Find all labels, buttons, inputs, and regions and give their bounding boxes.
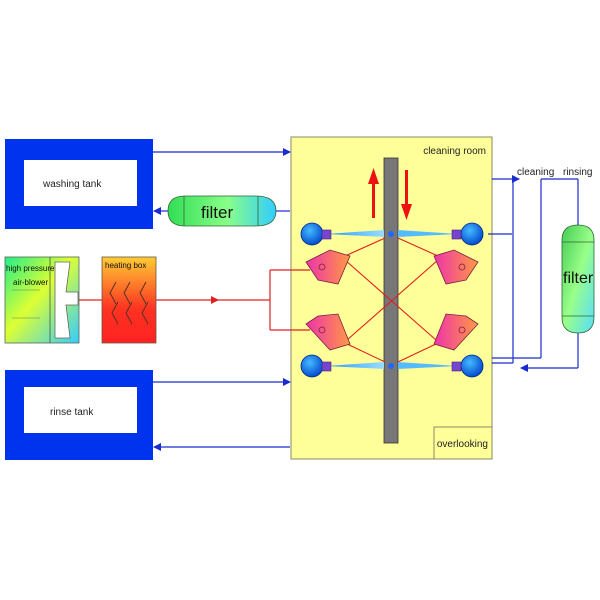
filter-right-label: filter — [563, 270, 594, 287]
filter-right — [561, 224, 595, 334]
right-pipe-loop — [488, 175, 579, 372]
bar-contact-top — [388, 231, 394, 237]
heating-coil-icon — [109, 281, 117, 305]
blower-fan-icon — [54, 261, 79, 339]
cleaning-room-label: cleaning room — [423, 146, 486, 157]
spray-nozzle-bottom-left — [300, 354, 332, 378]
spray-nozzle-top-left — [300, 222, 332, 246]
high-pressure-label: high pressure — [6, 264, 55, 273]
air-pipes — [79, 269, 310, 331]
washing-tank-inner — [24, 160, 137, 206]
spray-nozzle-top-right — [451, 222, 484, 246]
down-arrow-icon — [401, 170, 412, 220]
cleaning-label: cleaning — [517, 167, 554, 178]
air-blower-label: air-blower — [13, 278, 48, 287]
air-knife-bottom-left — [305, 313, 351, 351]
up-arrow-icon — [368, 168, 379, 218]
rinse-tank-label: rinse tank — [50, 407, 94, 418]
rinse-tank-inner — [24, 387, 137, 433]
washing-tank-label: washing tank — [42, 179, 102, 190]
heating-box — [101, 256, 157, 344]
overlooking-label: overlooking — [437, 439, 488, 450]
air-knife-top-left — [305, 249, 351, 285]
filter-left — [167, 195, 277, 227]
air-knife-lines — [344, 237, 439, 363]
spray-jets — [326, 230, 458, 369]
heating-box-label: heating box — [105, 261, 146, 270]
air-knife-top-right — [433, 249, 479, 285]
rinsing-label: rinsing — [563, 167, 592, 178]
overlooking-box — [433, 426, 493, 460]
bar-contact-bottom — [388, 363, 394, 369]
filter-left-label: filter — [201, 203, 233, 222]
air-knife-bottom-right — [433, 313, 479, 351]
air-blower — [4, 256, 80, 344]
spray-nozzle-bottom-right — [451, 354, 484, 378]
